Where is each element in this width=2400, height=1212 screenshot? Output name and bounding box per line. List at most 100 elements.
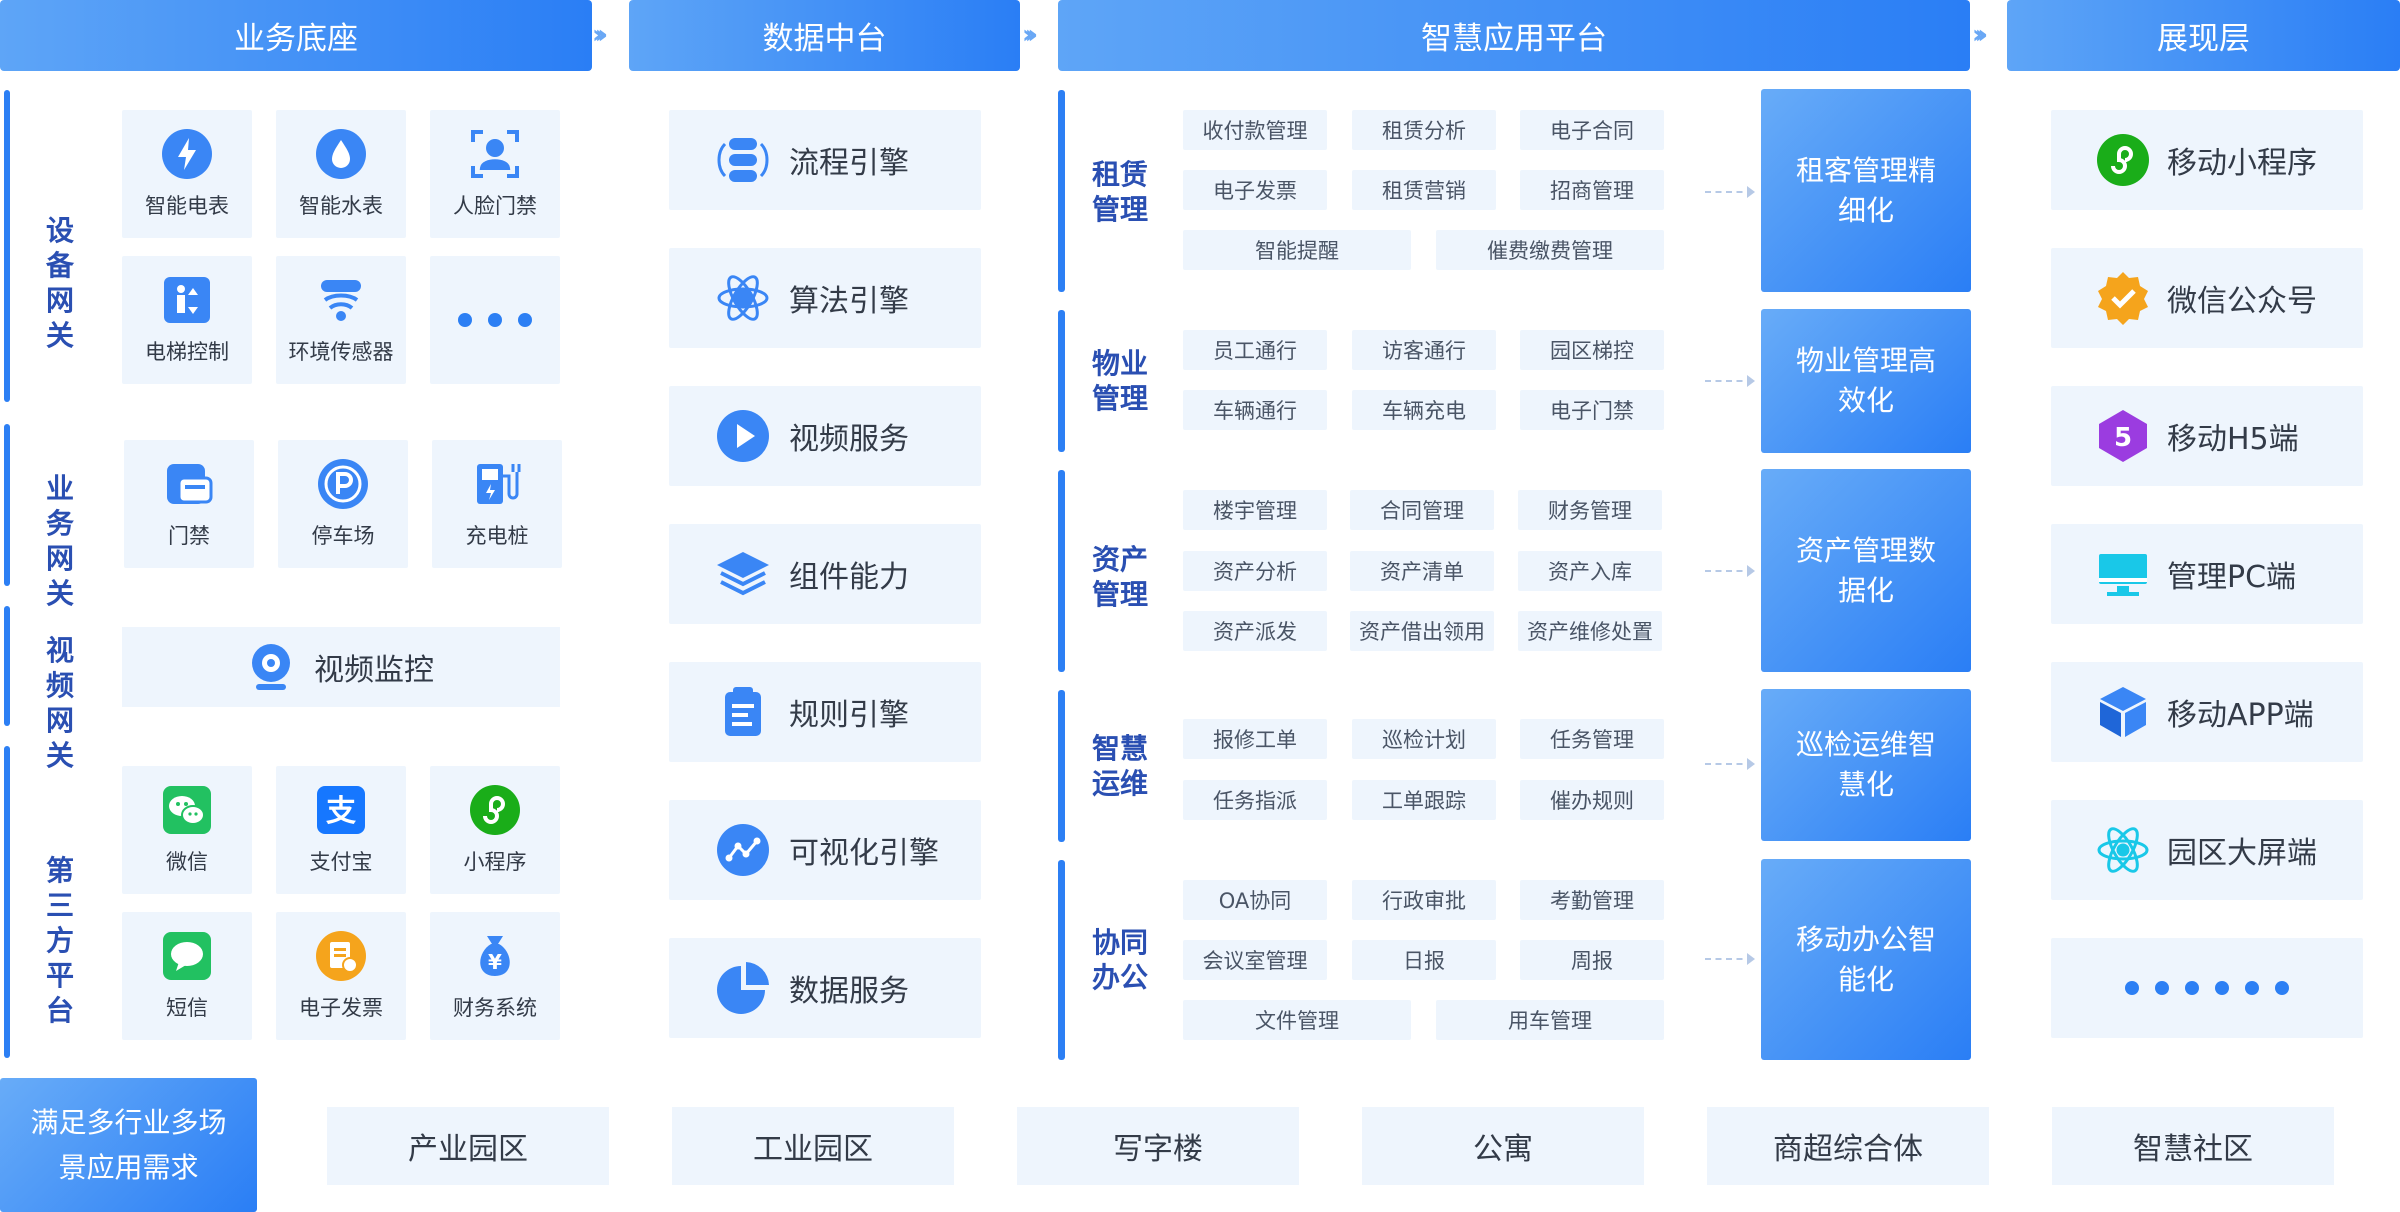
chip[interactable]: 智能提醒 xyxy=(1183,230,1411,270)
tile-video-monitor[interactable]: 视频监控 xyxy=(122,627,560,707)
engine-data-service[interactable]: 数据服务 xyxy=(669,938,981,1038)
chip[interactable]: 周报 xyxy=(1520,940,1664,980)
result-ops[interactable]: 巡检运维智慧化 xyxy=(1761,689,1971,841)
chip[interactable]: 电子门禁 xyxy=(1520,390,1664,430)
chip[interactable]: 会议室管理 xyxy=(1183,940,1327,980)
money-bag-icon: ¥ xyxy=(469,930,521,982)
engine-process[interactable]: 流程引擎 xyxy=(669,110,981,210)
chip[interactable]: 楼宇管理 xyxy=(1183,490,1327,530)
chip[interactable]: 巡检计划 xyxy=(1352,719,1496,759)
display-h5[interactable]: 5 移动H5端 xyxy=(2051,386,2363,486)
chip[interactable]: 催办规则 xyxy=(1520,780,1664,820)
tile-env-sensor[interactable]: 环境传感器 xyxy=(276,256,406,384)
atom-icon xyxy=(2095,822,2151,878)
chip[interactable]: 租赁营销 xyxy=(1352,170,1496,210)
chip[interactable]: 行政审批 xyxy=(1352,880,1496,920)
result-office[interactable]: 移动办公智能化 xyxy=(1761,859,1971,1060)
pie-chart-icon xyxy=(715,960,771,1016)
chip[interactable]: 资产派发 xyxy=(1183,611,1327,651)
engine-algorithm[interactable]: 算法引擎 xyxy=(669,248,981,348)
display-big-screen[interactable]: 园区大屏端 xyxy=(2051,800,2363,900)
tile-e-invoice[interactable]: 电子发票 xyxy=(276,912,406,1040)
chip[interactable]: 资产清单 xyxy=(1350,551,1494,591)
chip[interactable]: 用车管理 xyxy=(1436,1000,1664,1040)
tile-label: 视频监控 xyxy=(314,653,434,688)
scene-shopping-complex[interactable]: 商超综合体 xyxy=(1707,1107,1989,1185)
tile-access-control[interactable]: 门禁 xyxy=(124,440,254,568)
chevron-arrow-icon: ››› xyxy=(592,20,608,50)
business-gateway-label: 业务网关 xyxy=(45,472,74,610)
chip[interactable]: 员工通行 xyxy=(1183,330,1327,370)
scene-apartment[interactable]: 公寓 xyxy=(1362,1107,1644,1185)
chip[interactable]: 工单跟踪 xyxy=(1352,780,1496,820)
chip[interactable]: 资产维修处置 xyxy=(1518,611,1662,651)
chip[interactable]: 访客通行 xyxy=(1352,330,1496,370)
tile-smart-meter[interactable]: 智能电表 xyxy=(122,110,252,238)
display-more[interactable] xyxy=(2051,938,2363,1038)
chip[interactable]: 电子发票 xyxy=(1183,170,1327,210)
tile-more[interactable] xyxy=(430,256,560,384)
display-mini-program[interactable]: 移动小程序 xyxy=(2051,110,2363,210)
scene-office-building[interactable]: 写字楼 xyxy=(1017,1107,1299,1185)
tile-face-access[interactable]: 人脸门禁 xyxy=(430,110,560,238)
display-app[interactable]: 移动APP端 xyxy=(2051,662,2363,762)
dashed-arrow-icon xyxy=(1705,565,1755,577)
result-leasing[interactable]: 租客管理精细化 xyxy=(1761,89,1971,292)
scene-factory-park[interactable]: 工业园区 xyxy=(672,1107,954,1185)
tile-finance-system[interactable]: ¥ 财务系统 xyxy=(430,912,560,1040)
result-property[interactable]: 物业管理高效化 xyxy=(1761,309,1971,453)
tile-parking[interactable]: 停车场 xyxy=(278,440,408,568)
chip[interactable]: 园区梯控 xyxy=(1520,330,1664,370)
chip[interactable]: 车辆通行 xyxy=(1183,390,1327,430)
card-icon xyxy=(163,458,215,510)
engine-label: 视频服务 xyxy=(789,422,909,457)
tile-alipay[interactable]: 支 支付宝 xyxy=(276,766,406,894)
chevron-arrow-icon: ››› xyxy=(1022,20,1038,50)
chip[interactable]: 资产入库 xyxy=(1518,551,1662,591)
chip[interactable]: 文件管理 xyxy=(1183,1000,1411,1040)
chip[interactable]: OA协同 xyxy=(1183,880,1327,920)
result-asset[interactable]: 资产管理数据化 xyxy=(1761,469,1971,672)
tile-label: 停车场 xyxy=(311,524,375,548)
engine-component[interactable]: 组件能力 xyxy=(669,524,981,624)
scene-smart-community[interactable]: 智慧社区 xyxy=(2052,1107,2334,1185)
tile-label: 财务系统 xyxy=(453,996,537,1020)
tile-label: 小程序 xyxy=(463,850,527,874)
display-label: 移动H5端 xyxy=(2167,422,2299,457)
display-wechat-official[interactable]: 微信公众号 xyxy=(2051,248,2363,348)
scene-industrial-park[interactable]: 产业园区 xyxy=(327,1107,609,1185)
play-icon xyxy=(715,408,771,464)
tile-wechat[interactable]: 微信 xyxy=(122,766,252,894)
chip[interactable]: 电子合同 xyxy=(1520,110,1664,150)
face-scan-icon xyxy=(469,128,521,180)
chip[interactable]: 报修工单 xyxy=(1183,719,1327,759)
chip[interactable]: 租赁分析 xyxy=(1352,110,1496,150)
engine-label: 规则引擎 xyxy=(789,698,909,733)
alipay-icon: 支 xyxy=(315,784,367,836)
document-list-icon xyxy=(715,684,771,740)
chip[interactable]: 任务管理 xyxy=(1520,719,1664,759)
chip[interactable]: 日报 xyxy=(1352,940,1496,980)
engine-visualization[interactable]: 可视化引擎 xyxy=(669,800,981,900)
tile-charging-pile[interactable]: 充电桩 xyxy=(432,440,562,568)
charger-icon xyxy=(471,458,523,510)
chip[interactable]: 收付款管理 xyxy=(1183,110,1327,150)
chip[interactable]: 资产借出领用 xyxy=(1350,611,1494,651)
mini-program-icon xyxy=(2095,132,2151,188)
chip[interactable]: 任务指派 xyxy=(1183,780,1327,820)
chip[interactable]: 车辆充电 xyxy=(1352,390,1496,430)
chip[interactable]: 资产分析 xyxy=(1183,551,1327,591)
engine-rules[interactable]: 规则引擎 xyxy=(669,662,981,762)
display-pc[interactable]: 管理PC端 xyxy=(2051,524,2363,624)
tile-elevator-control[interactable]: 电梯控制 xyxy=(122,256,252,384)
tile-label: 电梯控制 xyxy=(145,340,229,364)
tile-sms[interactable]: 短信 xyxy=(122,912,252,1040)
engine-video-service[interactable]: 视频服务 xyxy=(669,386,981,486)
tile-smart-water-meter[interactable]: 智能水表 xyxy=(276,110,406,238)
chip[interactable]: 催费缴费管理 xyxy=(1436,230,1664,270)
chip[interactable]: 招商管理 xyxy=(1520,170,1664,210)
chip[interactable]: 合同管理 xyxy=(1350,490,1494,530)
chip[interactable]: 考勤管理 xyxy=(1520,880,1664,920)
tile-mini-program[interactable]: 小程序 xyxy=(430,766,560,894)
chip[interactable]: 财务管理 xyxy=(1518,490,1662,530)
